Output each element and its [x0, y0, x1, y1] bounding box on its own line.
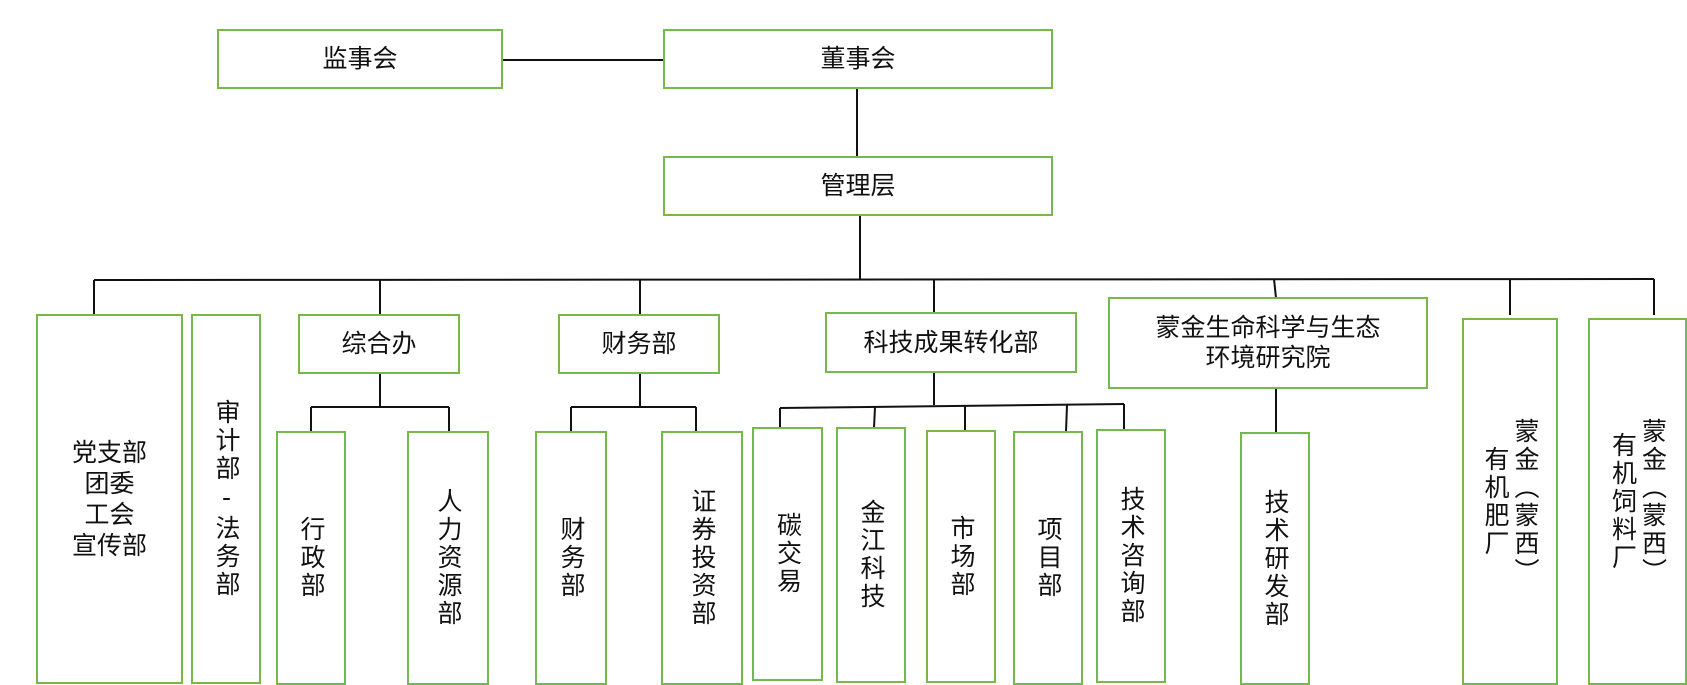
feed-plant-label: 蒙金（蒙西） 有机饲料厂 — [1608, 417, 1668, 586]
finance-dept-box: 财务部 — [535, 431, 607, 685]
tech-transfer-box: 科技成果转化部 — [825, 312, 1077, 373]
carbon-trading-label: 碳交易 — [773, 512, 803, 596]
tech-consult-box: 技术咨询部 — [1096, 429, 1166, 683]
finance-top-box: 财务部 — [558, 314, 720, 374]
project-dept-label: 项目部 — [1034, 516, 1063, 600]
admin-dept-box: 行政部 — [276, 431, 346, 685]
audit-legal-box: 审计部-法务部 — [191, 314, 261, 684]
board-of-directors-label: 董事会 — [820, 44, 896, 73]
securities-dept-box: 证券投资部 — [661, 431, 743, 685]
project-dept-box: 项目部 — [1013, 431, 1083, 685]
supervisory-board-label: 监事会 — [322, 44, 398, 73]
research-institute-box: 蒙金生命科学与生态 环境研究院 — [1108, 297, 1428, 389]
party-branch-label: 党支部 团委 工会 宣传部 — [71, 438, 147, 560]
connector — [873, 406, 876, 429]
research-institute-label: 蒙金生命科学与生态 环境研究院 — [1155, 313, 1381, 372]
tech-consult-label: 技术咨询部 — [1117, 486, 1146, 626]
connector — [779, 403, 1125, 409]
general-office-label: 综合办 — [341, 329, 417, 358]
party-branch-box: 党支部 团委 工会 宣传部 — [36, 314, 183, 684]
supervisory-board-box: 监事会 — [217, 29, 503, 89]
market-dept-label: 市场部 — [947, 514, 976, 599]
feed-plant-box: 蒙金（蒙西） 有机饲料厂 — [1588, 318, 1687, 685]
general-office-box: 综合办 — [298, 314, 460, 374]
carbon-trading-box: 碳交易 — [752, 427, 823, 681]
audit-legal-label: 审计部-法务部 — [212, 399, 241, 599]
finance-dept-label: 财务部 — [557, 516, 586, 600]
management-box: 管理层 — [663, 156, 1053, 216]
finance-top-label: 财务部 — [601, 329, 677, 358]
management-label: 管理层 — [820, 171, 896, 200]
connector — [1273, 278, 1277, 299]
hr-dept-label: 人力资源部 — [434, 488, 463, 628]
jinjiang-tech-box: 金江科技 — [836, 427, 906, 683]
admin-dept-label: 行政部 — [297, 516, 326, 600]
rd-dept-label: 技术研发部 — [1261, 488, 1290, 629]
fertilizer-plant-label: 蒙金（蒙西） 有机肥厂 — [1481, 417, 1540, 586]
market-dept-box: 市场部 — [926, 430, 996, 683]
connector — [93, 278, 1655, 281]
jinjiang-tech-label: 金江科技 — [857, 499, 886, 611]
board-of-directors-box: 董事会 — [663, 29, 1053, 89]
hr-dept-box: 人力资源部 — [407, 431, 489, 685]
tech-transfer-label: 科技成果转化部 — [863, 327, 1039, 357]
fertilizer-plant-box: 蒙金（蒙西） 有机肥厂 — [1462, 318, 1558, 685]
rd-dept-box: 技术研发部 — [1240, 432, 1310, 685]
securities-dept-label: 证券投资部 — [688, 488, 717, 628]
connector — [1065, 404, 1068, 433]
